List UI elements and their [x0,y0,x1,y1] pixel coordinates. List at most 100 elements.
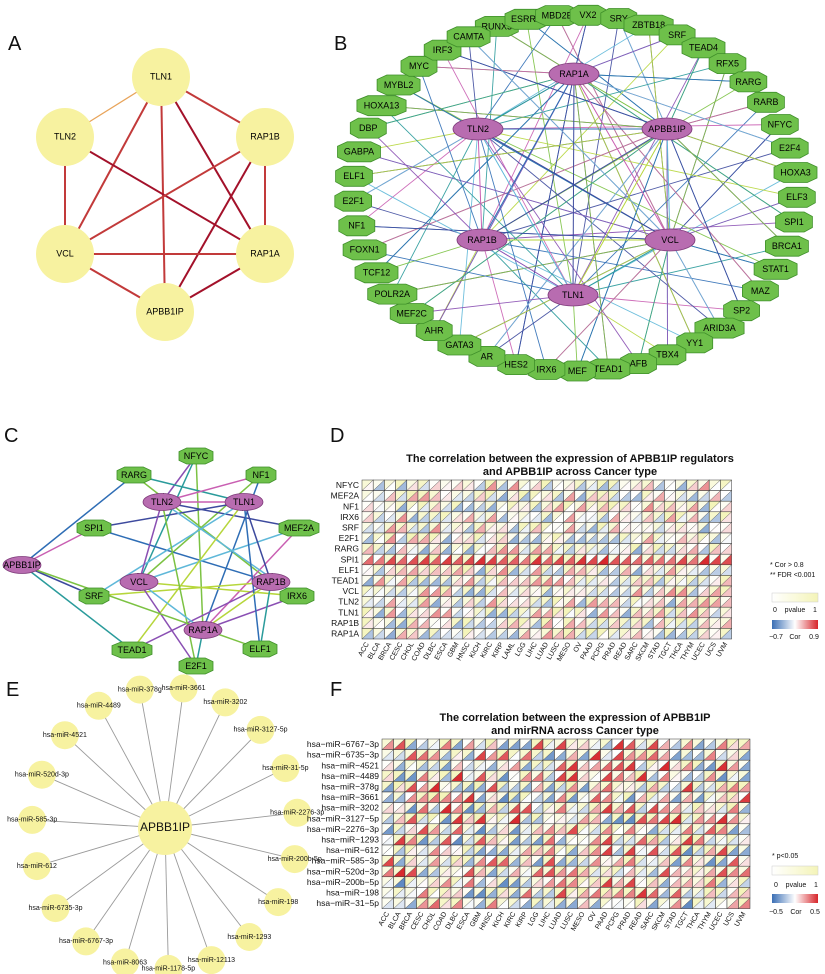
heatmap-d-cell-diagonal [417,543,430,555]
heatmap-d-cell-diagonal [473,532,486,544]
heatmap-f-cell-diagonal [646,844,659,856]
heatmap-d-cell-diagonal [664,532,676,544]
heatmap-d-cell-diagonal [429,479,441,491]
heatmap-f-cell-diagonal [703,813,716,824]
heatmap-d-cell-diagonal [630,575,643,587]
heatmap-f-cell-diagonal [680,823,693,835]
heatmap-f-cell-diagonal [588,897,601,909]
panel-c-tf-label: ELF1 [249,644,271,654]
heatmap-f-cell-diagonal [577,844,590,856]
heatmap-f-cell-diagonal [554,834,567,846]
heatmap-f-pvalue-tick-0: 0 [774,882,778,889]
heatmap-f-cell-diagonal [611,738,624,750]
heatmap-d-cell-diagonal [451,607,463,618]
heatmap-f-cell-diagonal [473,887,486,899]
heatmap-f-cell-diagonal [381,897,394,909]
panel-c-hub-node-tln1 [224,493,264,511]
heatmap-f-cell-diagonal [485,802,498,814]
heatmap-d-cell-diagonal [619,532,631,544]
heatmap-d-cell-diagonal [641,554,654,565]
heatmap-d-cell-diagonal [518,628,531,640]
heatmap-d-cell-diagonal [417,501,430,512]
panel-b-hub-edge [573,73,668,130]
panel-c-tf-node-elf1 [242,640,278,658]
heatmap-f-cell-diagonal [692,760,705,771]
heatmap-d-cell-diagonal [619,617,631,629]
heatmap-d-cell-diagonal [518,490,531,502]
heatmap-f-cell-diagonal [600,823,613,835]
heatmap-f-cell-diagonal [450,823,463,835]
heatmap-d-cell-diagonal [675,511,687,523]
heatmap-d-cell-diagonal [709,617,721,629]
panel-b-edge [571,73,609,370]
heatmap-d-cell-diagonal [406,501,419,512]
panel-c-tf-node-srf [78,587,110,605]
panel-b-hub-edge [481,73,575,241]
heatmap-d-cell-diagonal [541,607,553,618]
heatmap-d-cell-diagonal [585,617,598,629]
heatmap-f-cell-diagonal [439,844,452,856]
heatmap-f-cell-diagonal [669,781,682,793]
heatmap-f-cell-diagonal [565,855,578,867]
heatmap-d-cell-diagonal [485,628,497,640]
heatmap-f-cell-diagonal [565,760,578,771]
heatmap-d-cell-diagonal [451,585,463,597]
heatmap-d-cell-diagonal [518,585,531,597]
panel-e-mirna-node [264,888,293,917]
heatmap-d-cell-diagonal [518,511,531,523]
heatmap-f-cell-diagonal [462,876,475,888]
heatmap-f-cell-diagonal [588,887,601,899]
heatmap-f-cell-diagonal [508,760,521,771]
heatmap-f-cell-diagonal [485,834,498,846]
heatmap-f-cell-diagonal [657,844,670,856]
heatmap-d-cell-diagonal [619,585,631,597]
heatmap-d-cell-diagonal [675,617,687,629]
heatmap-d-cell-diagonal [630,511,643,523]
heatmap-f-cell-diagonal [416,749,429,761]
heatmap-d-cell-diagonal [720,511,732,523]
heatmap-f-cell-diagonal [588,738,601,750]
heatmap-d-cell-diagonal [608,479,620,491]
heatmap-d-cell-diagonal [552,575,564,587]
panel-b-edge [364,249,574,297]
heatmap-d-cell-diagonal [507,596,519,608]
heatmap-d-cell-diagonal [541,628,553,640]
panel-b-edge [666,128,796,173]
heatmap-f-cell-diagonal [508,749,521,761]
heatmap-f-cell-diagonal [726,760,739,771]
heatmap-f-cell-diagonal [427,887,440,899]
panel-label-f: F [330,679,342,701]
heatmap-d-cell-diagonal [361,628,374,640]
heatmap-f-cell-diagonal [462,813,475,824]
heatmap-d-cell-diagonal [641,511,654,523]
heatmap-f-cell-diagonal [611,876,624,888]
heatmap-f-cell-diagonal [381,749,394,761]
heatmap-f-cell-diagonal [703,802,716,814]
panel-b-tf-node-sp2 [723,300,760,322]
heatmap-d-cell-diagonal [697,617,710,629]
heatmap-f-cell-diagonal [738,738,751,750]
heatmap-d-cell-diagonal [720,522,732,534]
heatmap-d-cell-diagonal [675,543,687,555]
heatmap-f-cell-diagonal [715,738,728,750]
panel-b-tf-label: SP2 [733,306,750,316]
heatmap-f-cell-diagonal [393,791,406,803]
heatmap-f-cell-diagonal [634,770,647,782]
heatmap-d-cell-diagonal [440,617,452,629]
heatmap-f-cell-diagonal [577,866,590,877]
heatmap-f-cell-diagonal [427,802,440,814]
heatmap-d-cell-diagonal [686,575,699,587]
heatmap-d-cell-diagonal [641,596,654,608]
heatmap-d-cell-diagonal [462,490,475,502]
heatmap-f-cell-diagonal [565,770,578,782]
heatmap-f-cell-diagonal [726,855,739,867]
heatmap-d-cell-diagonal [574,607,587,618]
panel-c-tf-label: NFYC [184,451,209,461]
panel-b-tf-node-mbd2b [535,5,579,27]
heatmap-d-cell-diagonal [630,585,643,597]
heatmap-f-cell-diagonal [611,866,624,877]
panel-b-hub-edge [573,73,671,241]
heatmap-f-cell-diagonal [427,781,440,793]
heatmap-f-cell-diagonal [669,887,682,899]
heatmap-f-cell-diagonal [462,855,475,867]
